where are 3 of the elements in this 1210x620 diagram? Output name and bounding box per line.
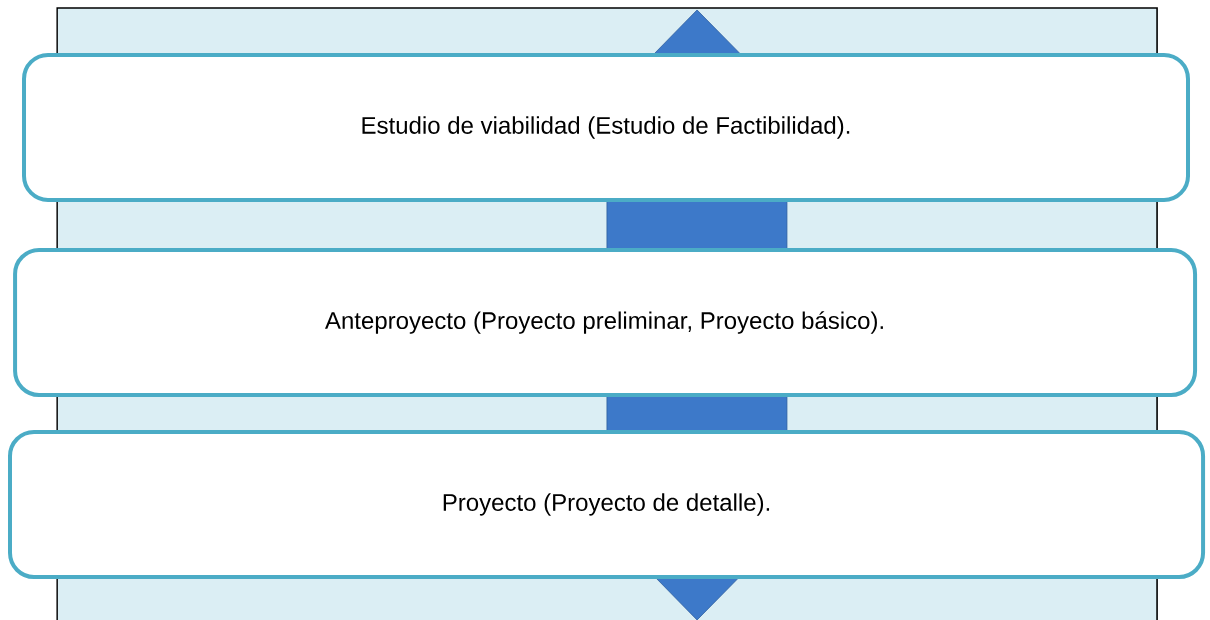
process-box: Anteproyecto (Proyecto preliminar, Proyecto básico). [13,248,1198,398]
process-box: Proyecto (Proyecto de detalle). [8,430,1206,580]
process-box: Estudio de viabilidad (Estudio de Factibilidad). [22,52,1190,202]
